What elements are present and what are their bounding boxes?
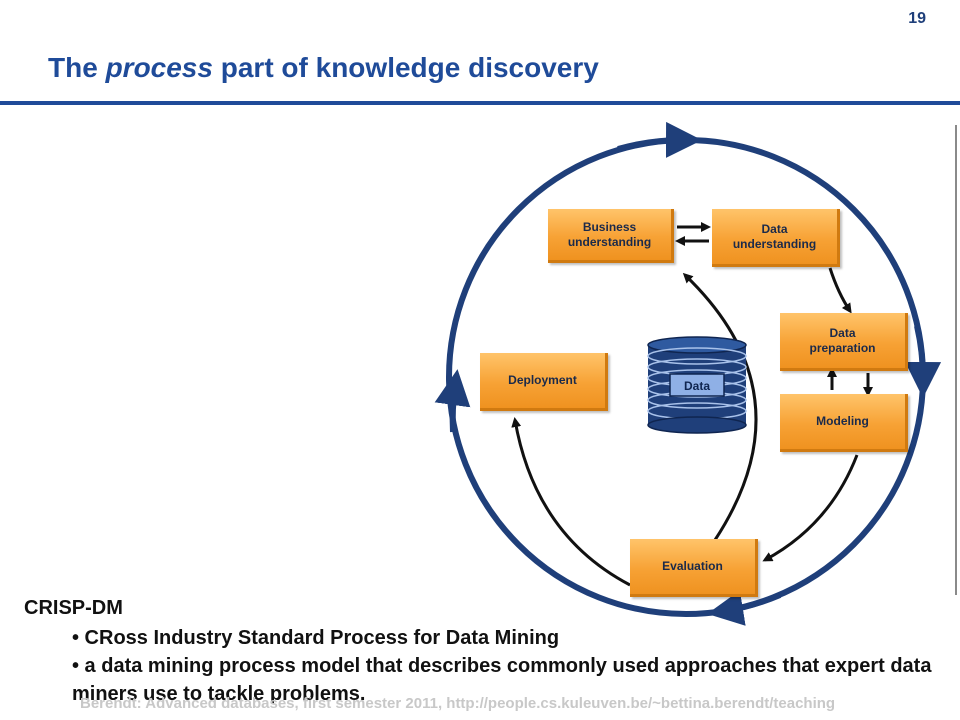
stage-modeling: Modeling bbox=[780, 394, 908, 452]
title-rule bbox=[0, 101, 960, 105]
outer-cycle-arrow-bottom bbox=[707, 590, 782, 626]
database-icon: Data bbox=[647, 336, 747, 434]
outer-cycle-arrow-top bbox=[617, 121, 702, 158]
title-text-post: part of knowledge discovery bbox=[212, 52, 599, 83]
crisp-dm-diagram: Data Business understanding Data underst… bbox=[420, 115, 960, 660]
description-block: CRISP-DM • CRoss Industry Standard Proce… bbox=[24, 597, 954, 708]
figure-edge-line bbox=[955, 125, 957, 595]
outer-cycle-arrow-right bbox=[905, 325, 942, 398]
stage-data-preparation: Data preparation bbox=[780, 313, 908, 371]
arrow-understanding-to-preparation bbox=[828, 267, 852, 314]
title-emphasis: process bbox=[105, 52, 213, 83]
arrow-modeling-to-evaluation bbox=[762, 454, 859, 562]
outer-cycle-arrow-left bbox=[434, 369, 471, 433]
stage-evaluation: Evaluation bbox=[630, 539, 758, 597]
stage-deployment: Deployment bbox=[480, 353, 608, 411]
stage-business-understanding: Business understanding bbox=[548, 209, 674, 263]
description-heading: CRISP-DM bbox=[24, 597, 123, 619]
title-text-pre: The bbox=[48, 52, 106, 83]
description-bullet-1: • CRoss Industry Standard Process for Da… bbox=[72, 627, 560, 649]
arrow-evaluation-to-business bbox=[682, 272, 758, 541]
database-label: Data bbox=[684, 379, 710, 393]
page-number: 19 bbox=[908, 10, 926, 27]
arrow-evaluation-to-deployment bbox=[511, 417, 631, 587]
diagram-canvas: Data bbox=[434, 121, 942, 626]
slide-title: The process part of knowledge discovery bbox=[48, 52, 599, 84]
footer-citation: Berendt: Advanced databases, first semes… bbox=[80, 695, 836, 712]
stage-data-understanding: Data understanding bbox=[712, 209, 840, 267]
description-bullet-2: • a data mining process model that descr… bbox=[72, 655, 932, 705]
